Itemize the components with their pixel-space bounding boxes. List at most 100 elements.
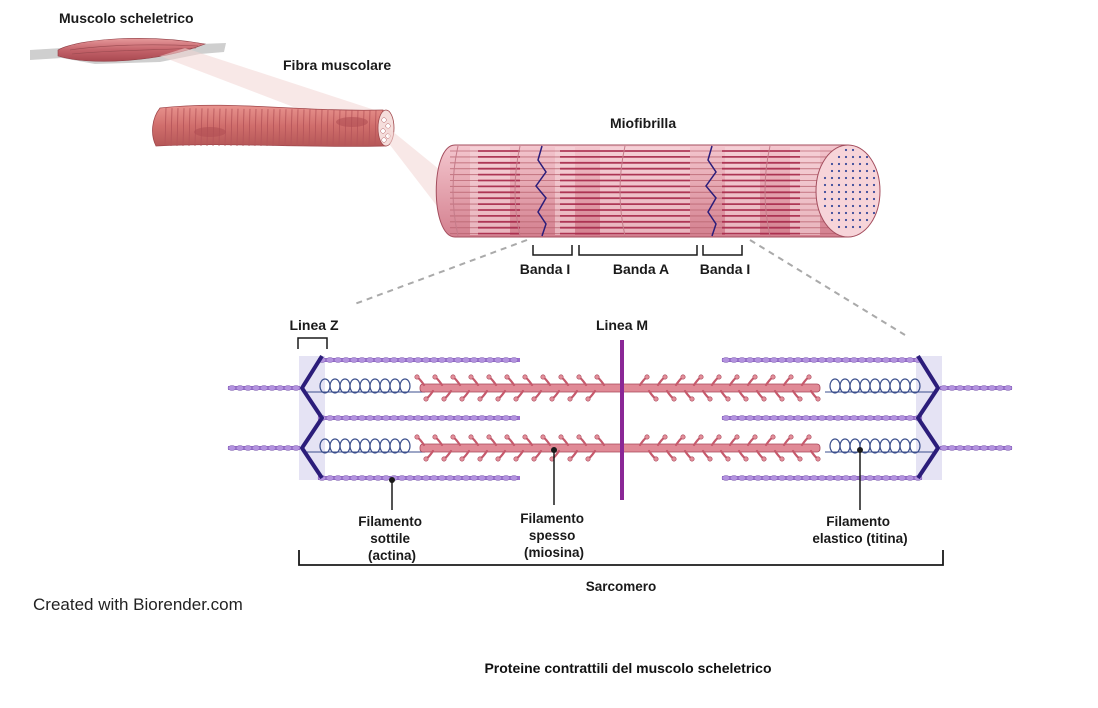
myofibril-light-zone	[600, 147, 690, 235]
cross-section-dot	[851, 190, 855, 194]
cross-section-dot	[858, 169, 862, 173]
cross-section-dot	[858, 211, 862, 215]
fiber-striation	[170, 108, 173, 147]
actin-filament	[317, 357, 520, 363]
cross-section-dot	[844, 211, 848, 215]
fiber-striation	[236, 108, 239, 147]
cross-section-dot	[851, 197, 855, 201]
cross-section-dot	[858, 183, 862, 187]
cross-section-dot	[872, 190, 876, 194]
cross-section-dot	[858, 197, 862, 201]
cross-section-dot	[823, 183, 827, 187]
cross-section-dot	[830, 190, 834, 194]
fiber-striation	[260, 109, 263, 147]
credit-text: Created with Biorender.com	[33, 595, 243, 614]
fiber-striation	[188, 108, 191, 147]
cross-section-dot	[851, 183, 855, 187]
fiber-striation	[224, 108, 227, 147]
actin-filament	[227, 385, 301, 391]
z-line-label: Linea Z	[289, 317, 338, 333]
actin-filament	[227, 445, 301, 451]
zoom-cone-myofibril	[386, 126, 440, 210]
cross-section-dot	[865, 218, 869, 222]
zoom-dash-left	[351, 239, 528, 306]
cross-section-dot	[844, 162, 848, 166]
m-line-label: Linea M	[596, 317, 648, 333]
myofibril-light-zone	[790, 147, 820, 235]
cross-section-dot	[865, 176, 869, 180]
cross-section-dot	[858, 190, 862, 194]
fiber-striation	[302, 109, 305, 147]
fiber-striation	[338, 109, 341, 147]
cross-section-dot	[844, 169, 848, 173]
cross-section-dot	[844, 190, 848, 194]
cross-section-dot	[844, 183, 848, 187]
cross-section-dot	[837, 190, 841, 194]
myofibril	[435, 144, 881, 238]
cross-section-dot	[830, 169, 834, 173]
zoom-dash-right	[749, 239, 906, 336]
band-a-label: Banda A	[613, 261, 669, 277]
thin-filament-pointer	[389, 477, 395, 510]
cross-section-dot	[858, 225, 862, 229]
muscle-fiber	[152, 104, 395, 147]
cross-section-dot	[837, 162, 841, 166]
cross-section-dot	[844, 197, 848, 201]
cross-section-dot	[858, 162, 862, 166]
actin-filament	[721, 475, 923, 481]
thin-filament-label: Filamento sottile (actina)	[358, 514, 426, 563]
myofibril-label: Miofibrilla	[610, 115, 676, 131]
cross-section-dot	[844, 148, 848, 152]
cross-section-dot	[837, 176, 841, 180]
z-line-right	[916, 354, 940, 480]
cross-section-dot	[872, 176, 876, 180]
cross-section-dot	[830, 211, 834, 215]
z-line-left-myofibril	[535, 145, 547, 237]
fiber-striation	[272, 109, 275, 147]
cross-section-dot	[823, 176, 827, 180]
fiber-striation	[350, 109, 353, 147]
myofibril-cross-section	[815, 144, 881, 238]
cross-section-dot	[858, 204, 862, 208]
cross-section-dot	[844, 204, 848, 208]
cross-section-dot	[851, 169, 855, 173]
cross-section-dot	[830, 204, 834, 208]
cross-section-dot	[872, 169, 876, 173]
cross-section-dot	[844, 225, 848, 229]
actin-filament	[939, 445, 1013, 451]
cross-section-dot	[851, 155, 855, 159]
cross-section-dot	[844, 218, 848, 222]
cross-section-dot	[830, 218, 834, 222]
z-line-right-myofibril	[705, 145, 717, 237]
cross-section-dot	[865, 211, 869, 215]
cross-section-dot	[837, 211, 841, 215]
fiber-striation	[326, 109, 329, 147]
sarcomere-label: Sarcomero	[586, 579, 657, 594]
cross-section-dot	[858, 176, 862, 180]
z-line-left	[300, 354, 324, 480]
muscle-label: Muscolo scheletrico	[59, 10, 194, 26]
myofibril-contour	[452, 145, 459, 237]
titin-filament	[825, 438, 935, 454]
cross-section-dot	[858, 155, 862, 159]
fiber-striation	[200, 108, 203, 147]
cross-section-dot	[823, 197, 827, 201]
cross-section-dot	[872, 183, 876, 187]
cross-section-dot	[851, 204, 855, 208]
fiber-striation	[356, 109, 359, 147]
cross-section-dot	[823, 204, 827, 208]
fiber-striation	[248, 108, 251, 147]
myofibril-contour	[764, 145, 771, 237]
cross-section-dot	[837, 169, 841, 173]
cross-section-dot	[837, 218, 841, 222]
myofibril-light-zone	[470, 147, 510, 235]
cross-section-dot	[823, 190, 827, 194]
cross-section-dot	[837, 204, 841, 208]
fiber-striation	[308, 109, 311, 147]
fiber-striation	[374, 110, 377, 147]
fiber-striation	[362, 110, 365, 147]
fiber-striation	[344, 109, 347, 147]
fiber-striation	[332, 109, 335, 147]
fiber-striation	[218, 108, 221, 147]
